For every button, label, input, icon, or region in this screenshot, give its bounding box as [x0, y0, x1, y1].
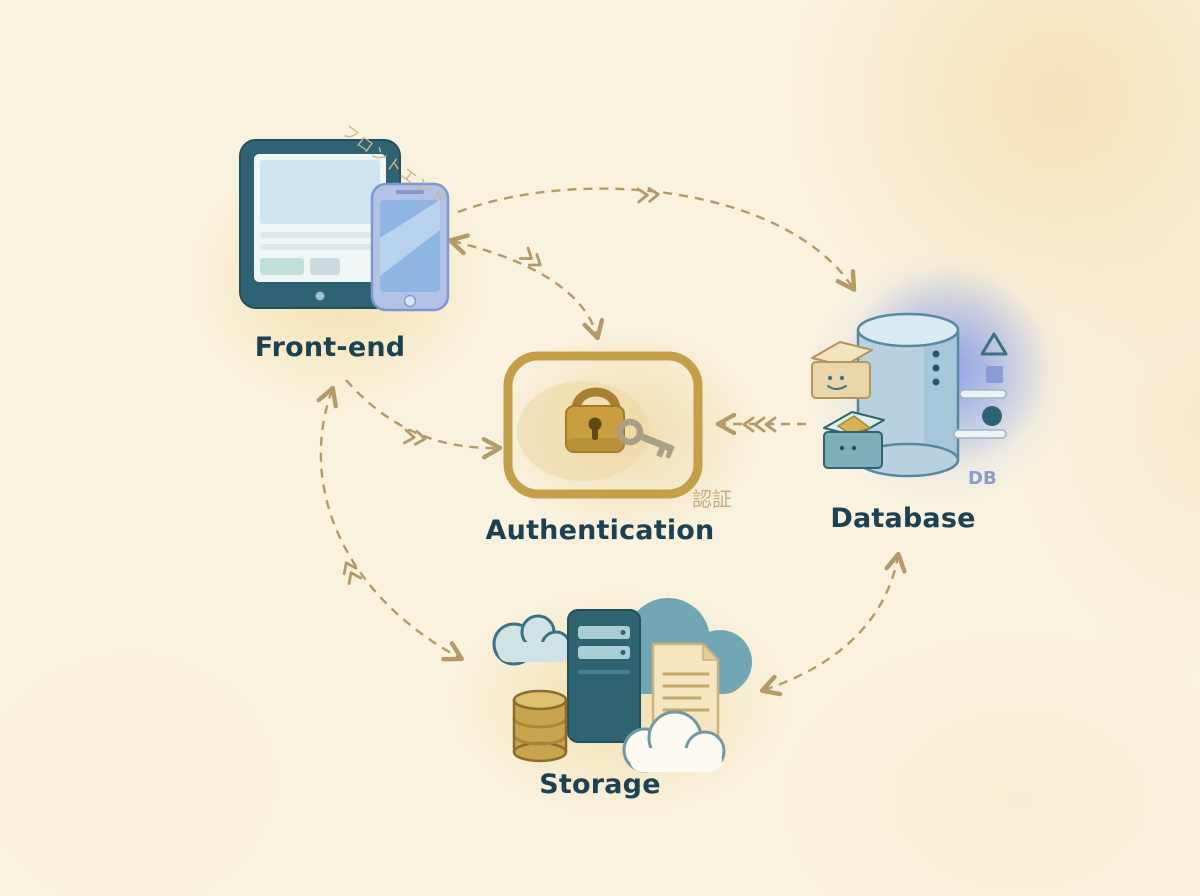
chevrons-icon-frontend-database — [636, 187, 660, 204]
front-cloud-icon — [622, 710, 726, 773]
small-cloud-icon — [492, 614, 572, 666]
frontend-label: Front-end — [254, 332, 406, 363]
database-illustration — [811, 312, 1008, 478]
key-icon — [616, 418, 675, 459]
authentication-label: Authentication — [485, 515, 715, 546]
database-db-badge: DB — [968, 468, 997, 489]
arrow-storage-database — [759, 551, 907, 697]
phone-icon — [370, 182, 450, 312]
arrow-frontend-to-database — [457, 187, 857, 292]
server-icon — [567, 609, 641, 743]
storage-db-cylinder-icon — [512, 689, 568, 763]
frontend-illustration — [239, 139, 450, 312]
storage-illustration — [492, 598, 752, 773]
tablet-icon — [239, 139, 401, 309]
lock-icon — [565, 387, 625, 453]
shelf-shapes-icon — [953, 332, 1008, 439]
auth-frame — [503, 351, 703, 499]
drawer-icon-top — [811, 341, 873, 399]
authentication-illustration — [503, 351, 703, 499]
chevrons-icon-lower-frontend-authentication — [403, 428, 427, 446]
arrow-frontend-authentication — [447, 233, 605, 341]
arrow-frontend-storage — [316, 385, 464, 662]
storage-label: Storage — [539, 769, 661, 800]
chevrons-icon-frontend-authentication — [518, 246, 542, 267]
chevrons-icon-database-authentication — [742, 416, 777, 433]
database-label: Database — [830, 503, 976, 534]
drawer-icon-bottom — [823, 411, 885, 469]
chevrons-icon-frontend-storage — [342, 561, 363, 586]
